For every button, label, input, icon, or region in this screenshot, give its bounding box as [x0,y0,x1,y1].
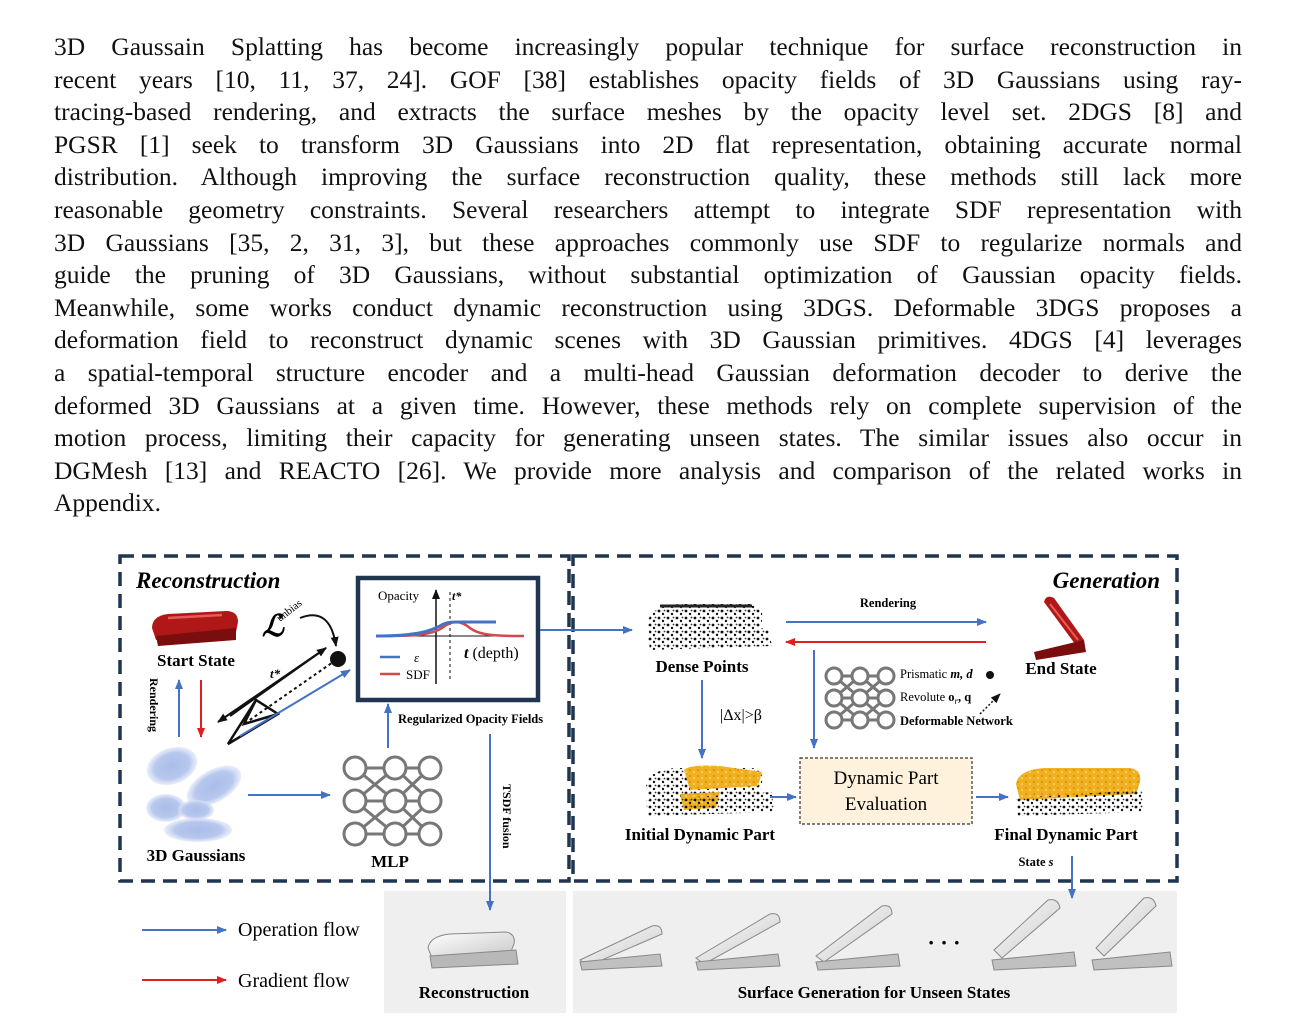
paragraph-line: motion process, limiting their capacity … [54,423,1242,453]
paragraph-line: distribution. Although improving the sur… [54,162,1242,192]
loss-curve-arrow [299,614,339,647]
generation-frame [571,554,1179,883]
legend-operation-label: Operation flow [238,919,360,941]
body-paragraph: 3D Gaussain Splatting has become increas… [54,31,1242,520]
loss-symbol: ℒ [262,610,285,643]
tsdf-fusion-label: TSDF fusion [500,784,514,849]
paragraph-line: reasonable geometry constraints. Several… [54,194,1242,224]
state-label: State s [1018,855,1053,869]
initial-dynamic-label: Initial Dynamic Part [625,825,775,844]
generated-mesh-2 [695,913,781,971]
rendering-label: Rendering [860,596,917,610]
dpe-line-2: Evaluation [845,794,928,815]
deformable-network-label: Deformable Network [900,714,1013,728]
final-dynamic-label: Final Dynamic Part [994,825,1138,844]
paragraph-line: Appendix. [54,488,161,518]
paragraph-line: tracing-based rendering, and extracts th… [54,97,1242,127]
end-state-label: End State [1025,659,1097,678]
epsilon-curve [375,620,496,638]
bottom-reconstruction-label: Reconstruction [419,983,530,1002]
end-state-stapler [1034,596,1086,660]
paragraph-line: a spatial-temporal structure encoder and… [54,357,1242,387]
camera-to-plot-arrow [239,669,351,737]
paragraph-line: deformed 3D Gaussians at a given time. H… [54,390,1242,420]
initial-dynamic-part-cloud [646,765,774,816]
generated-mesh-1 [579,925,663,971]
paragraph-line: deformation field to reconstruct dynamic… [54,325,1242,355]
final-dynamic-part-cloud [1016,768,1144,816]
plot-opacity-label: Opacity [378,588,420,603]
deformable-network-icon [824,666,896,730]
start-state-stapler [152,611,238,646]
opacity-plot-frame [355,575,541,703]
surface-point [330,651,346,667]
paragraph-line: 3D Gaussians [35, 2, 31, 3], but these a… [54,227,1242,257]
reconstructed-mesh [427,931,519,969]
start-state-label: Start State [157,651,235,670]
dense-points-label: Dense Points [655,657,748,676]
dynamic-part-evaluation-box [799,757,973,825]
rendering-vertical-label: Rendering [147,678,161,732]
generation-title: Generation [1053,568,1160,593]
delta-condition: |Δx|>β [720,707,762,724]
mlp-network-icon [342,755,443,847]
paragraph-line: Meanwhile, some works conduct dynamic re… [54,292,1242,322]
loss-subscript: unbias [274,597,304,624]
bottom-generation-label: Surface Generation for Unseen States [738,983,1011,1002]
paragraph-line: DGMesh [13] and REACTO [26]. We provide … [54,455,1242,485]
reconstruction-frame [118,554,571,883]
gaussian-ellipsoids [146,746,242,842]
paragraph-line: recent years [10, 11, 37, 24]. GOF [38] … [54,64,1242,94]
paragraph-line: PGSR [1] seek to transform 3D Gaussians … [54,129,1242,159]
plot-t-depth-label: t (depth) [464,645,519,662]
t-star-ray-label: t* [270,666,281,681]
revolute-arrow [979,693,1001,715]
generated-mesh-3 [815,905,901,971]
legend-sdf: SDF [406,667,430,682]
legend-gradient-label: Gradient flow [238,970,350,992]
prismatic-point [986,671,994,679]
revolute-label: Revolute or, q [900,690,971,706]
dpe-line-1: Dynamic Part [833,768,939,789]
dotted-ray [243,659,337,725]
paragraph-line: 3D Gaussain Splatting has become increas… [54,32,1242,61]
regularized-opacity-label: Regularized Opacity Fields [398,712,543,726]
plot-t-star-label: t* [452,589,462,603]
dense-points-cloud [648,604,772,650]
legend-epsilon: ε [414,650,420,665]
gaussians-label: 3D Gaussians [147,846,246,865]
mlp-label: MLP [371,852,409,871]
generated-mesh-5 [1091,897,1173,971]
generated-mesh-4 [991,899,1077,971]
prismatic-label: Prismatic m, d [900,667,973,681]
mesh-ellipsis: · · · [927,930,960,955]
paragraph-line: guide the pruning of 3D Gaussians, witho… [54,260,1242,290]
t-star-back-arrow [217,647,327,723]
reconstruction-title: Reconstruction [135,568,280,593]
